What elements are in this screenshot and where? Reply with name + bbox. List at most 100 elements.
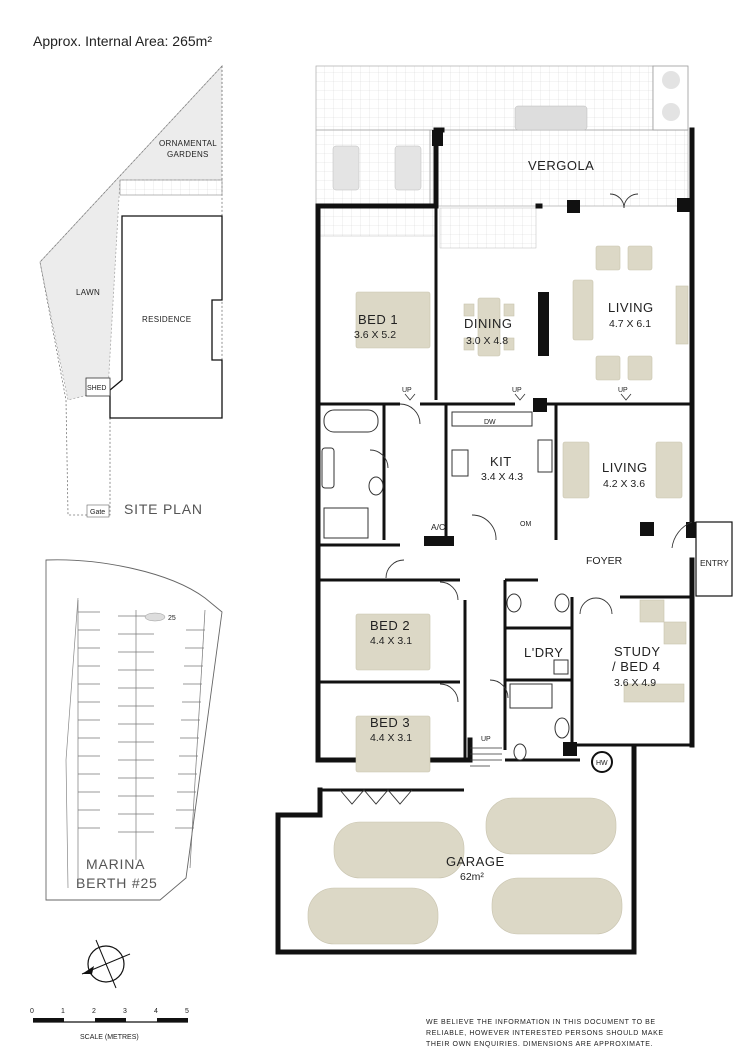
columns	[424, 130, 698, 756]
gate-outline	[86, 504, 110, 518]
foyer-label: FOYER	[586, 555, 623, 567]
terrace-paving	[315, 65, 654, 131]
scale-label: SCALE (METRES)	[80, 1034, 139, 1041]
shed-label: SHED	[87, 385, 106, 392]
scale-tick-3: 3	[123, 1008, 127, 1015]
marina-berth-plan: 25 MARINA BERTH #25	[45, 559, 223, 901]
vergola-label: VERGOLA	[528, 158, 594, 173]
study-desk	[623, 683, 685, 703]
living2-label: LIVING	[602, 460, 648, 475]
kitchen-island	[451, 449, 469, 477]
furniture	[307, 245, 689, 945]
site-plan-title: SITE PLAN	[124, 501, 203, 517]
main-floor-plan: VERGOLA BED 1 3.6 X 5.2 DINING 3.0 X 4.8…	[275, 65, 733, 955]
outdoor-chair-2	[394, 145, 422, 191]
site-plan: ORNAMENTAL GARDENS LAWN RESIDENCE SHED G…	[39, 64, 223, 518]
entry-label: ENTRY	[700, 558, 729, 568]
ldry-label: L'DRY	[524, 645, 563, 660]
entry-porch	[695, 521, 733, 597]
living-armchair-4	[627, 355, 653, 381]
marina-inner	[65, 597, 79, 889]
vergola-roof	[429, 129, 689, 207]
outdoor-table	[514, 105, 588, 131]
bath-tub	[323, 409, 379, 433]
gardens-label-2: GARDENS	[167, 150, 209, 159]
interior-walls	[318, 206, 692, 792]
garage-car-4	[491, 877, 623, 935]
scale-tick-4: 4	[154, 1008, 158, 1015]
garage-label: GARAGE	[446, 854, 505, 869]
study-chair-2	[663, 621, 687, 645]
study-chair-1	[639, 599, 665, 623]
up-label-2: UP	[512, 387, 522, 394]
internal-area-title: Approx. Internal Area: 265m²	[33, 33, 212, 49]
dw-label: DW	[484, 419, 496, 426]
om-label: OM	[520, 521, 531, 528]
toilet-3	[554, 593, 570, 613]
bed2-dim: 4.4 X 3.1	[370, 635, 412, 647]
kitchen-bench	[451, 411, 533, 427]
toilet-2	[506, 593, 522, 613]
bed1-bed	[355, 291, 431, 349]
study-dim: 3.6 X 4.9	[614, 677, 656, 689]
living-armchair-1	[595, 245, 621, 271]
up-arrows	[404, 393, 632, 401]
toilet-4	[513, 743, 527, 761]
up-label-3: UP	[618, 387, 628, 394]
scale-bar: 0 1 2 3 4 5 SCALE (METRES)	[30, 1008, 189, 1041]
berth-25-boat	[144, 612, 166, 622]
vanity-basin	[321, 447, 335, 489]
planter-shrub-2	[662, 103, 680, 121]
scale-tick-2: 2	[92, 1008, 96, 1015]
hot-water-unit	[591, 751, 613, 773]
toilet-1	[368, 476, 384, 496]
living2-sofa-2	[655, 441, 683, 499]
dining-table	[477, 297, 501, 357]
bed3-dim: 4.4 X 3.1	[370, 732, 412, 744]
berth-lines	[77, 600, 206, 878]
scale-tick-0: 0	[30, 1008, 34, 1015]
north-compass-icon	[81, 939, 131, 989]
doors	[339, 193, 693, 805]
shower-2	[509, 683, 553, 709]
disclaimer-line-1: WE BELIEVE THE INFORMATION IN THIS DOCUM…	[426, 1019, 656, 1026]
basin-2	[554, 717, 570, 739]
dining-dim: 3.0 X 4.8	[466, 335, 508, 347]
study-label-1: STUDY	[614, 644, 661, 659]
scale-tick-1: 1	[61, 1008, 65, 1015]
lawn-label: LAWN	[76, 288, 100, 297]
living1-label: LIVING	[608, 300, 654, 315]
scale-tick-5: 5	[185, 1008, 189, 1015]
hw-label: HW	[596, 760, 608, 767]
disclaimer-line-3: THEIR OWN ENQUIRIES. DIMENSIONS ARE APPR…	[426, 1041, 653, 1048]
bed3-bed	[355, 715, 431, 773]
bed1-dim: 3.6 X 5.2	[354, 329, 396, 341]
shower	[323, 507, 369, 539]
living-armchair-3	[595, 355, 621, 381]
living2-dim: 4.2 X 3.6	[603, 478, 645, 490]
garage-dim: 62m²	[460, 871, 484, 883]
garden-strip	[119, 179, 223, 196]
gate-label: Gate	[90, 509, 105, 516]
bed3-label: BED 3	[370, 715, 410, 730]
bed2-label: BED 2	[370, 618, 410, 633]
disclaimer-line-2: RELIABLE, HOWEVER INTERESTED PERSONS SHO…	[426, 1030, 664, 1037]
marina-label-2: BERTH #25	[76, 875, 158, 891]
marina-outline	[45, 559, 223, 901]
outdoor-chair-1	[332, 145, 360, 191]
planter-shrub-1	[662, 71, 680, 89]
ac-label: A/C	[431, 522, 445, 532]
marina-label-1: MARINA	[86, 856, 145, 872]
residence-label: RESIDENCE	[142, 315, 191, 324]
dining-chair-2	[503, 303, 515, 317]
residence-outline	[109, 215, 223, 419]
dining-label: DINING	[464, 316, 513, 331]
garage-car-1	[333, 821, 465, 879]
dining-chair-3	[463, 337, 475, 351]
garage-car-2	[485, 797, 617, 855]
study-label-2: / BED 4	[612, 659, 660, 674]
living1-dim: 4.7 X 6.1	[609, 318, 651, 330]
up-label-1: UP	[402, 387, 412, 394]
living-sideboard	[675, 285, 689, 345]
dining-chair-1	[463, 303, 475, 317]
